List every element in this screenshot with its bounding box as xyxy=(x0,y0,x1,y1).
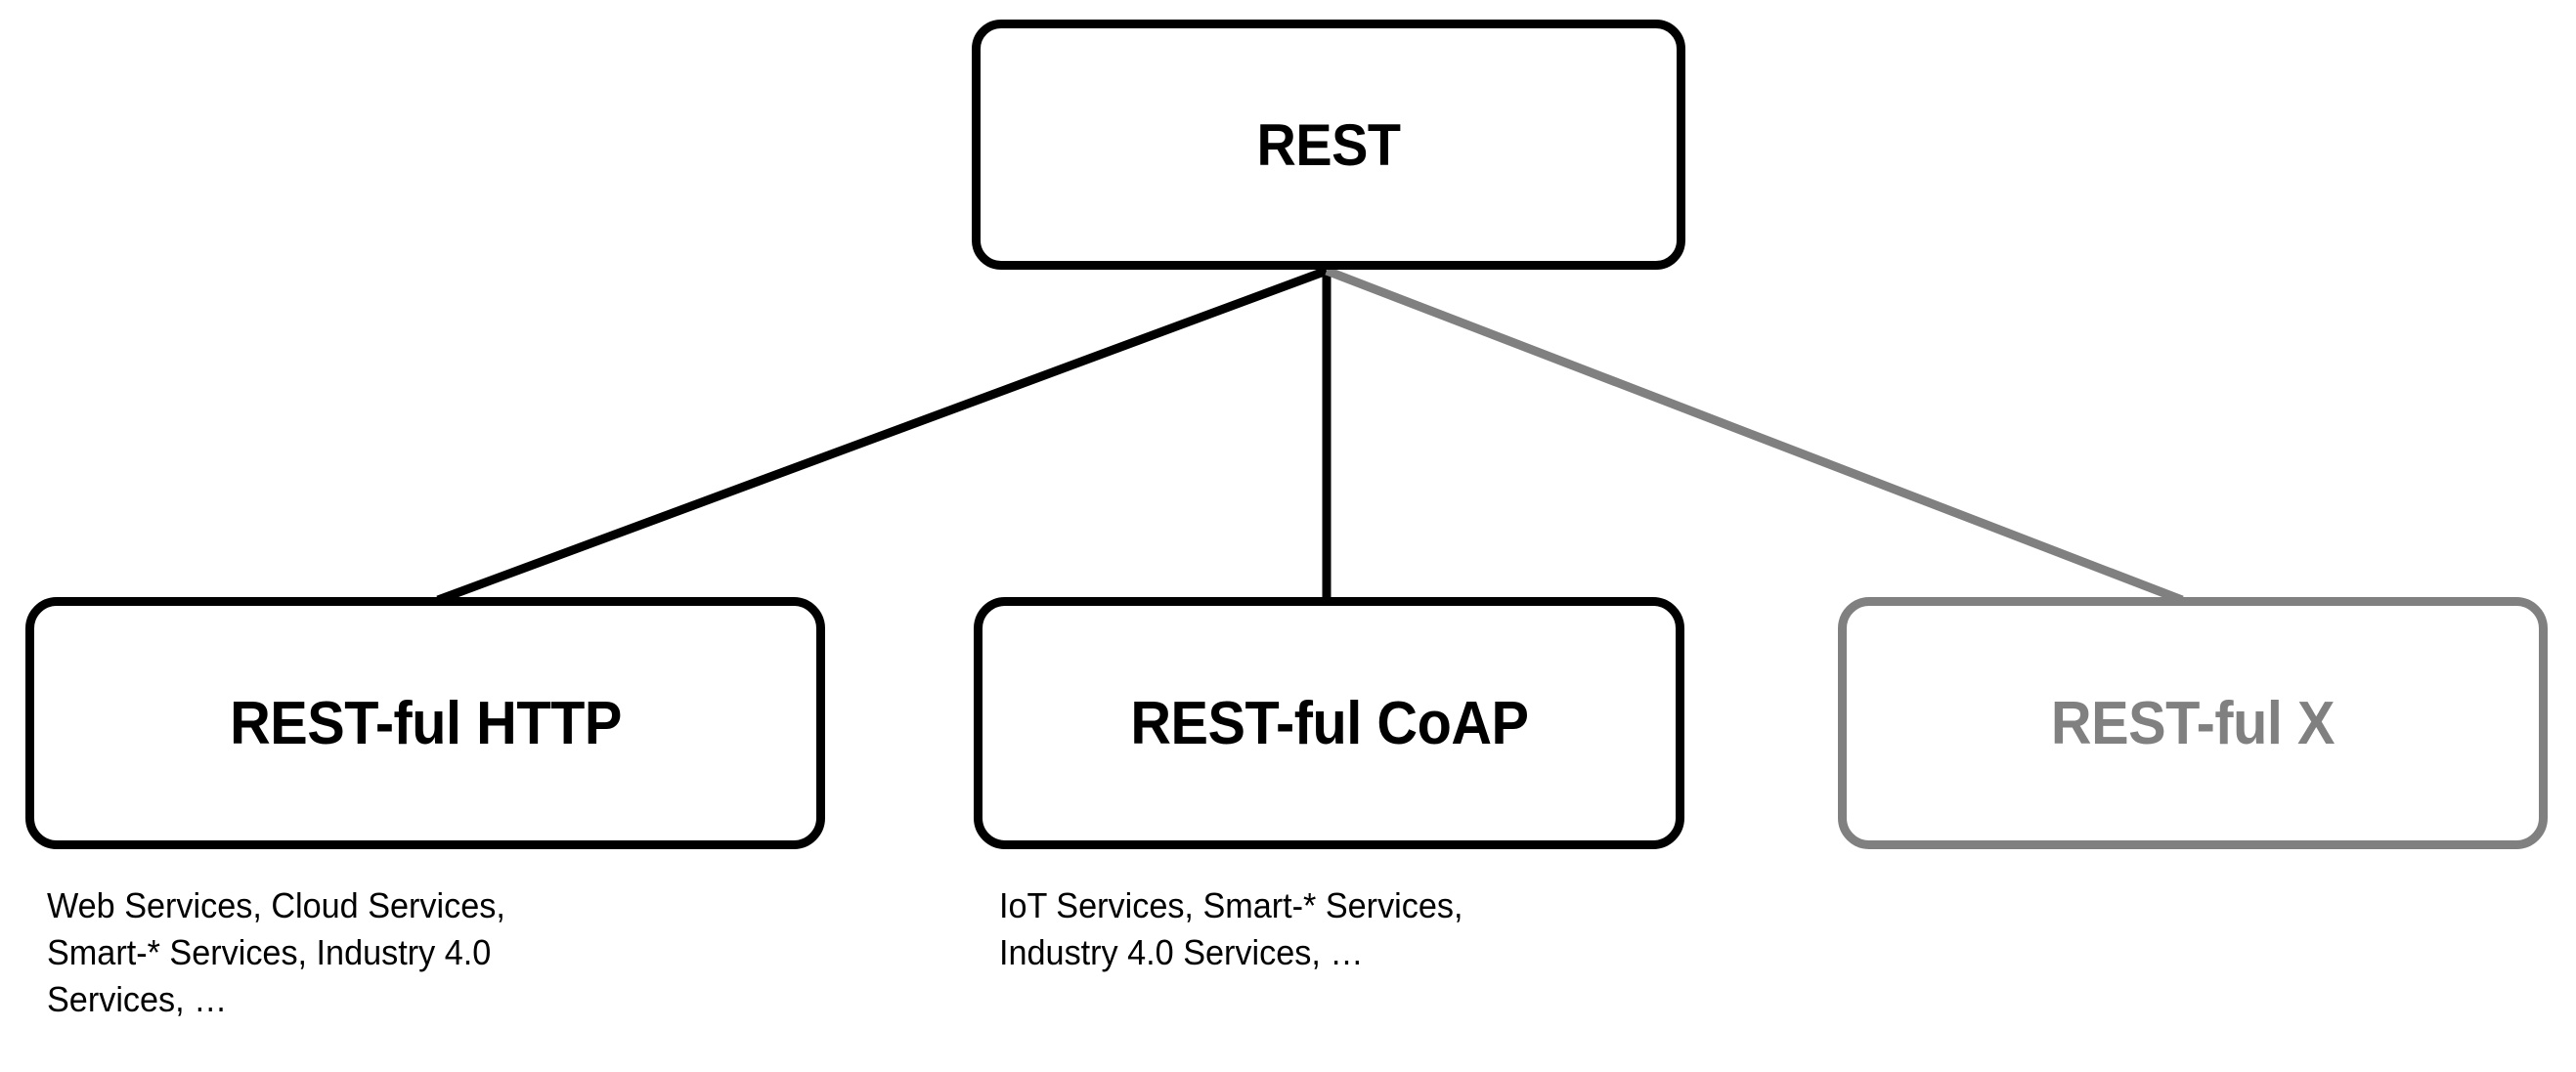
edge-rest-to-http xyxy=(436,266,1329,605)
node-rest-ful-coap-label: REST-ful CoAP xyxy=(1129,689,1529,757)
node-rest-ful-x[interactable]: REST-ful X xyxy=(1838,597,2548,849)
node-rest-ful-http-label: REST-ful HTTP xyxy=(229,689,622,757)
node-rest-ful-coap[interactable]: REST-ful CoAP xyxy=(974,597,1684,849)
node-rest[interactable]: REST xyxy=(972,20,1685,270)
node-rest-label: REST xyxy=(1256,111,1401,178)
edge-rest-to-x xyxy=(1325,266,2184,605)
node-rest-ful-x-label: REST-ful X xyxy=(2050,689,2336,757)
node-rest-ful-http[interactable]: REST-ful HTTP xyxy=(25,597,825,849)
caption-rest-ful-http: Web Services, Cloud Services, Smart-* Se… xyxy=(47,885,505,1019)
caption-rest-ful-coap: IoT Services, Smart-* Services, Industry… xyxy=(999,885,1463,972)
